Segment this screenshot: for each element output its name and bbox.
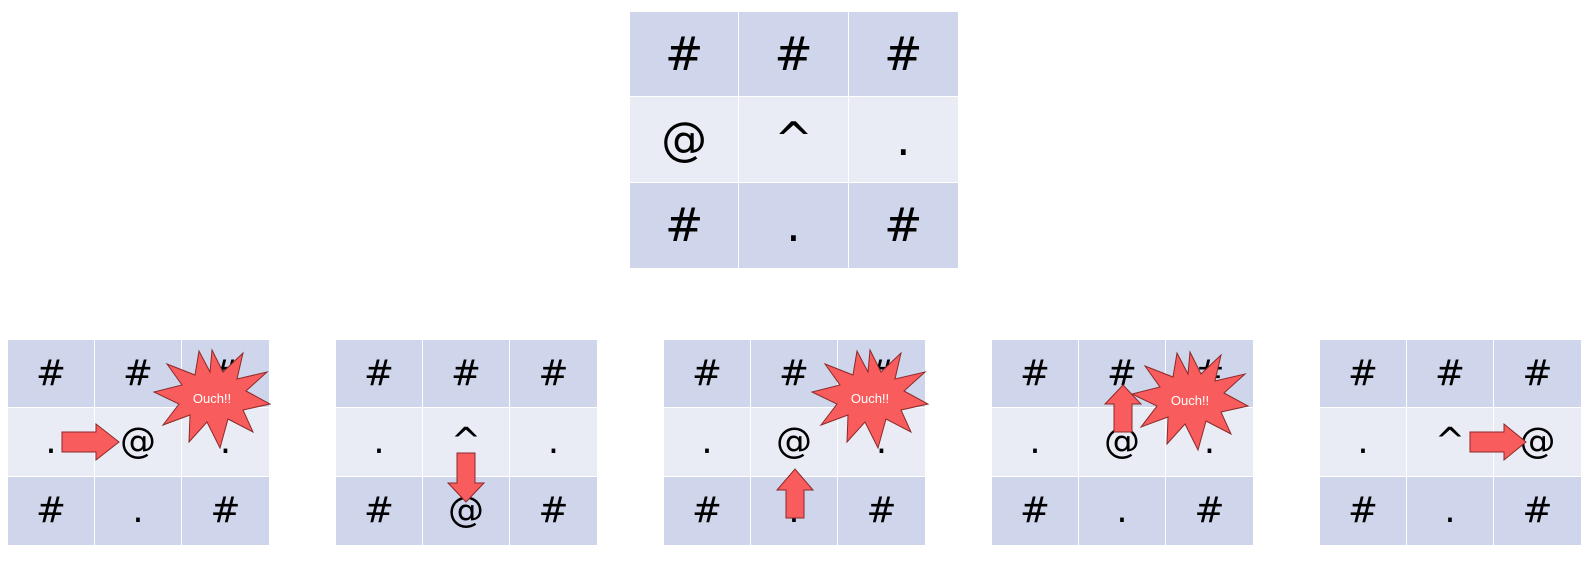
s5-cell-r2-c2: # <box>1494 476 1581 545</box>
s4-cell-r0-c1: # <box>1079 340 1166 409</box>
s2-cell-r0-c1: # <box>423 340 510 409</box>
s1-cell-r0-c2: # <box>182 340 269 409</box>
s1-cell-r1-c1: @ <box>95 408 182 477</box>
s1-cell-r1-c0: . <box>8 408 95 477</box>
s4-cell-r0-c0: # <box>992 340 1079 409</box>
main-cell-r1-c0: @ <box>630 97 740 183</box>
s1-cell-r0-c1: # <box>95 340 182 409</box>
s4-cell-r1-c2: . <box>1166 408 1253 477</box>
s5-cell-r1-c1: ^ <box>1407 408 1494 477</box>
s3-cell-r0-c1: # <box>751 340 838 409</box>
s4-cell-r1-c0: . <box>992 408 1079 477</box>
scenario-grid-3: # # # . @ . # . # <box>664 340 925 545</box>
s3-cell-r2-c2: # <box>838 476 925 545</box>
s2-cell-r0-c2: # <box>510 340 597 409</box>
main-cell-r0-c0: # <box>630 12 740 98</box>
main-cell-r1-c2: . <box>848 97 958 183</box>
s1-cell-r2-c0: # <box>8 476 95 545</box>
s1-cell-r2-c1: . <box>95 476 182 545</box>
s5-cell-r0-c2: # <box>1494 340 1581 409</box>
s1-cell-r2-c2: # <box>182 476 269 545</box>
s2-cell-r0-c0: # <box>336 340 423 409</box>
main-cell-r2-c1: . <box>739 182 849 268</box>
s5-cell-r1-c2: @ <box>1494 408 1581 477</box>
s2-cell-r1-c1: ^ <box>423 408 510 477</box>
s3-cell-r0-c2: # <box>838 340 925 409</box>
s4-cell-r2-c0: # <box>992 476 1079 545</box>
main-cell-r2-c2: # <box>848 182 958 268</box>
s5-cell-r0-c1: # <box>1407 340 1494 409</box>
s4-cell-r2-c2: # <box>1166 476 1253 545</box>
s4-cell-r0-c2: # <box>1166 340 1253 409</box>
s3-cell-r2-c1: . <box>751 476 838 545</box>
s5-cell-r0-c0: # <box>1320 340 1407 409</box>
s2-cell-r2-c0: # <box>336 476 423 545</box>
scenario-grid-1: # # # . @ . # . # <box>8 340 269 545</box>
s3-cell-r0-c0: # <box>664 340 751 409</box>
s5-cell-r2-c1: . <box>1407 476 1494 545</box>
s3-cell-r1-c2: . <box>838 408 925 477</box>
scenario-grid-2: # # # . ^ . # @ # <box>336 340 597 545</box>
main-cell-r0-c1: # <box>739 12 849 98</box>
s3-cell-r1-c0: . <box>664 408 751 477</box>
s2-cell-r1-c2: . <box>510 408 597 477</box>
scenario-grid-4: # # # . @ . # . # <box>992 340 1253 545</box>
s2-cell-r2-c1: @ <box>423 476 510 545</box>
scenario-grid-5: # # # . ^ @ # . # <box>1320 340 1581 545</box>
s3-cell-r2-c0: # <box>664 476 751 545</box>
main-cell-r1-c1: ^ <box>739 97 849 183</box>
s1-cell-r0-c0: # <box>8 340 95 409</box>
s4-cell-r1-c1: @ <box>1079 408 1166 477</box>
s3-cell-r1-c1: @ <box>751 408 838 477</box>
s5-cell-r2-c0: # <box>1320 476 1407 545</box>
s2-cell-r2-c2: # <box>510 476 597 545</box>
s5-cell-r1-c0: . <box>1320 408 1407 477</box>
main-cell-r2-c0: # <box>630 182 740 268</box>
s2-cell-r1-c0: . <box>336 408 423 477</box>
main-cell-r0-c2: # <box>848 12 958 98</box>
s1-cell-r1-c2: . <box>182 408 269 477</box>
s4-cell-r2-c1: . <box>1079 476 1166 545</box>
main-grid: # # # @ ^ . # . # <box>630 12 958 268</box>
